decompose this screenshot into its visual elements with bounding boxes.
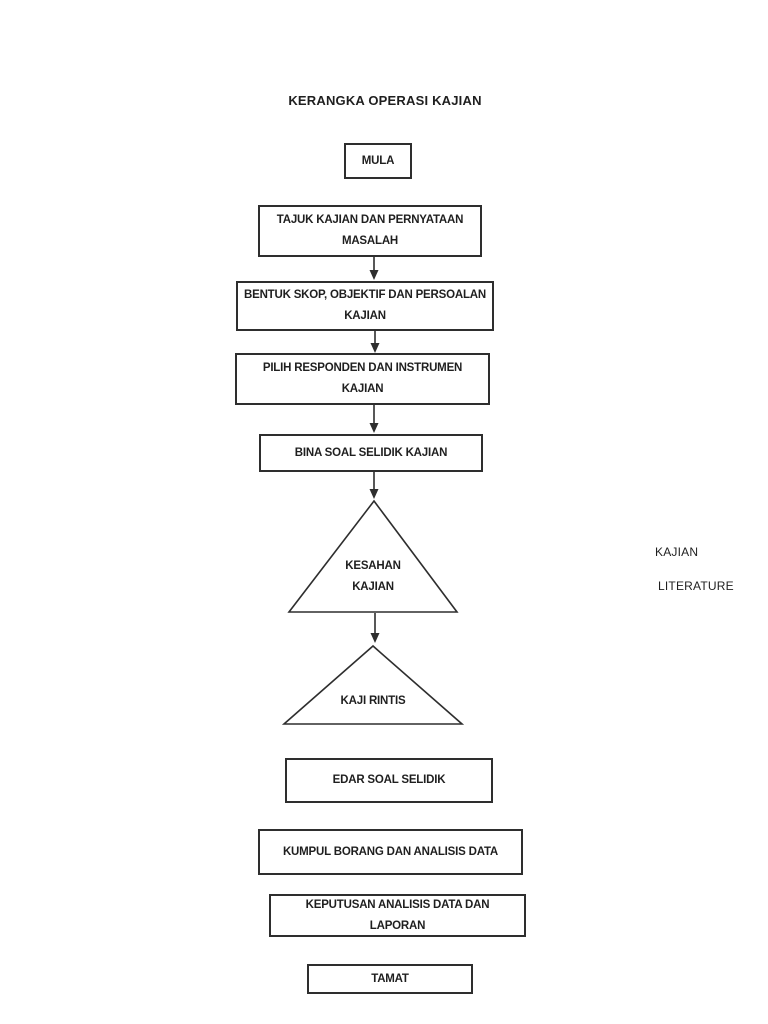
flow-node-label-line2: LAPORAN xyxy=(369,919,426,932)
flow-node-label-line2: KAJIAN xyxy=(344,310,386,322)
flow-node-keputusan-analisis: KEPUTUSAN ANALISIS DATA DAN LAPORAN xyxy=(269,894,526,937)
side-label-literature: LITERATURE xyxy=(658,579,734,593)
arrow-bina-to-kesahan xyxy=(369,472,379,499)
flow-node-mula: MULA xyxy=(344,143,412,179)
flow-node-label-line1: TAJUK KAJIAN DAN PERNYATAAN xyxy=(276,214,464,226)
arrow-pilih-to-bina xyxy=(369,405,379,433)
flow-node-label-line1: PILIH RESPONDEN DAN INSTRUMEN xyxy=(262,362,463,374)
flow-node-kesahan-kajian-label: KESAHAN KAJIAN xyxy=(289,556,457,598)
triangle-kaji-rintis-shape xyxy=(281,644,465,725)
page-title: KERANGKA OPERASI KAJIAN xyxy=(288,93,482,108)
flow-node-kaji-rintis-label: KAJI RINTIS xyxy=(284,691,462,712)
flow-node-label: BINA SOAL SELIDIK KAJIAN xyxy=(294,446,448,459)
flow-node-label: EDAR SOAL SELIDIK xyxy=(332,774,446,786)
flow-node-label-line2: MASALAH xyxy=(341,235,399,247)
arrow-tajuk-to-bentuk xyxy=(369,257,379,280)
arrow-kesahan-to-kaji-rintis xyxy=(370,613,380,643)
flow-node-label: MULA xyxy=(361,154,395,167)
flow-node-bentuk-skop: BENTUK SKOP, OBJEKTIF DAN PERSOALAN KAJI… xyxy=(236,281,494,331)
flow-node-label-line2: KAJIAN xyxy=(341,383,384,395)
side-label-kajian: KAJIAN xyxy=(655,545,699,559)
flow-node-edar-soal-selidik: EDAR SOAL SELIDIK xyxy=(285,758,493,803)
flow-node-label: TAMAT xyxy=(371,972,409,985)
flow-node-label-line2: KAJIAN xyxy=(352,581,394,593)
flow-node-label-line1: BENTUK SKOP, OBJEKTIF DAN PERSOALAN xyxy=(244,289,486,301)
arrow-bentuk-to-pilih xyxy=(370,331,380,353)
flow-node-tajuk-kajian: TAJUK KAJIAN DAN PERNYATAAN MASALAH xyxy=(258,205,482,257)
flow-node-label-line1: KESAHAN xyxy=(345,560,401,572)
flow-node-pilih-responden: PILIH RESPONDEN DAN INSTRUMEN KAJIAN xyxy=(235,353,490,405)
flow-node-tamat: TAMAT xyxy=(307,964,473,994)
flow-node-label-line1: KEPUTUSAN ANALISIS DATA DAN xyxy=(305,898,490,911)
flow-node-label: KAJI RINTIS xyxy=(340,695,406,707)
triangle-kesahan-shape xyxy=(287,499,459,613)
flow-node-label: KUMPUL BORANG DAN ANALISIS DATA xyxy=(282,845,499,858)
flow-node-bina-soal-selidik: BINA SOAL SELIDIK KAJIAN xyxy=(259,434,483,472)
flow-node-kumpul-borang: KUMPUL BORANG DAN ANALISIS DATA xyxy=(258,829,523,875)
